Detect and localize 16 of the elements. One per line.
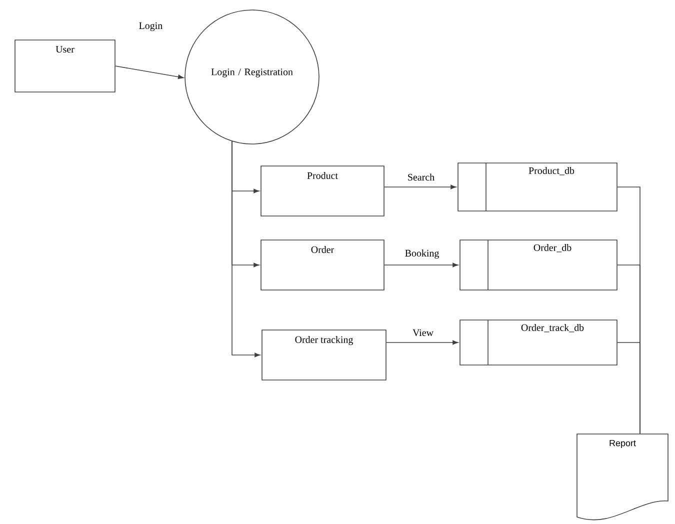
arrow <box>384 262 458 268</box>
process-box: Order <box>260 240 384 290</box>
data-store: Product_db <box>458 162 618 212</box>
edge-label: Search <box>408 174 434 181</box>
arrow <box>384 184 456 190</box>
edge-label: Login <box>139 22 162 32</box>
arrow <box>232 140 260 358</box>
process-box: Order tracking <box>262 330 386 380</box>
data-store: Order_track_db <box>460 320 618 366</box>
edge-label: View <box>412 329 434 336</box>
edge-label: Booking <box>405 250 439 259</box>
data-store: Order_db <box>460 240 618 290</box>
process-box: Product <box>260 166 384 216</box>
process-box: User <box>14 40 116 92</box>
arrow <box>386 340 458 345</box>
arrow <box>115 66 184 80</box>
